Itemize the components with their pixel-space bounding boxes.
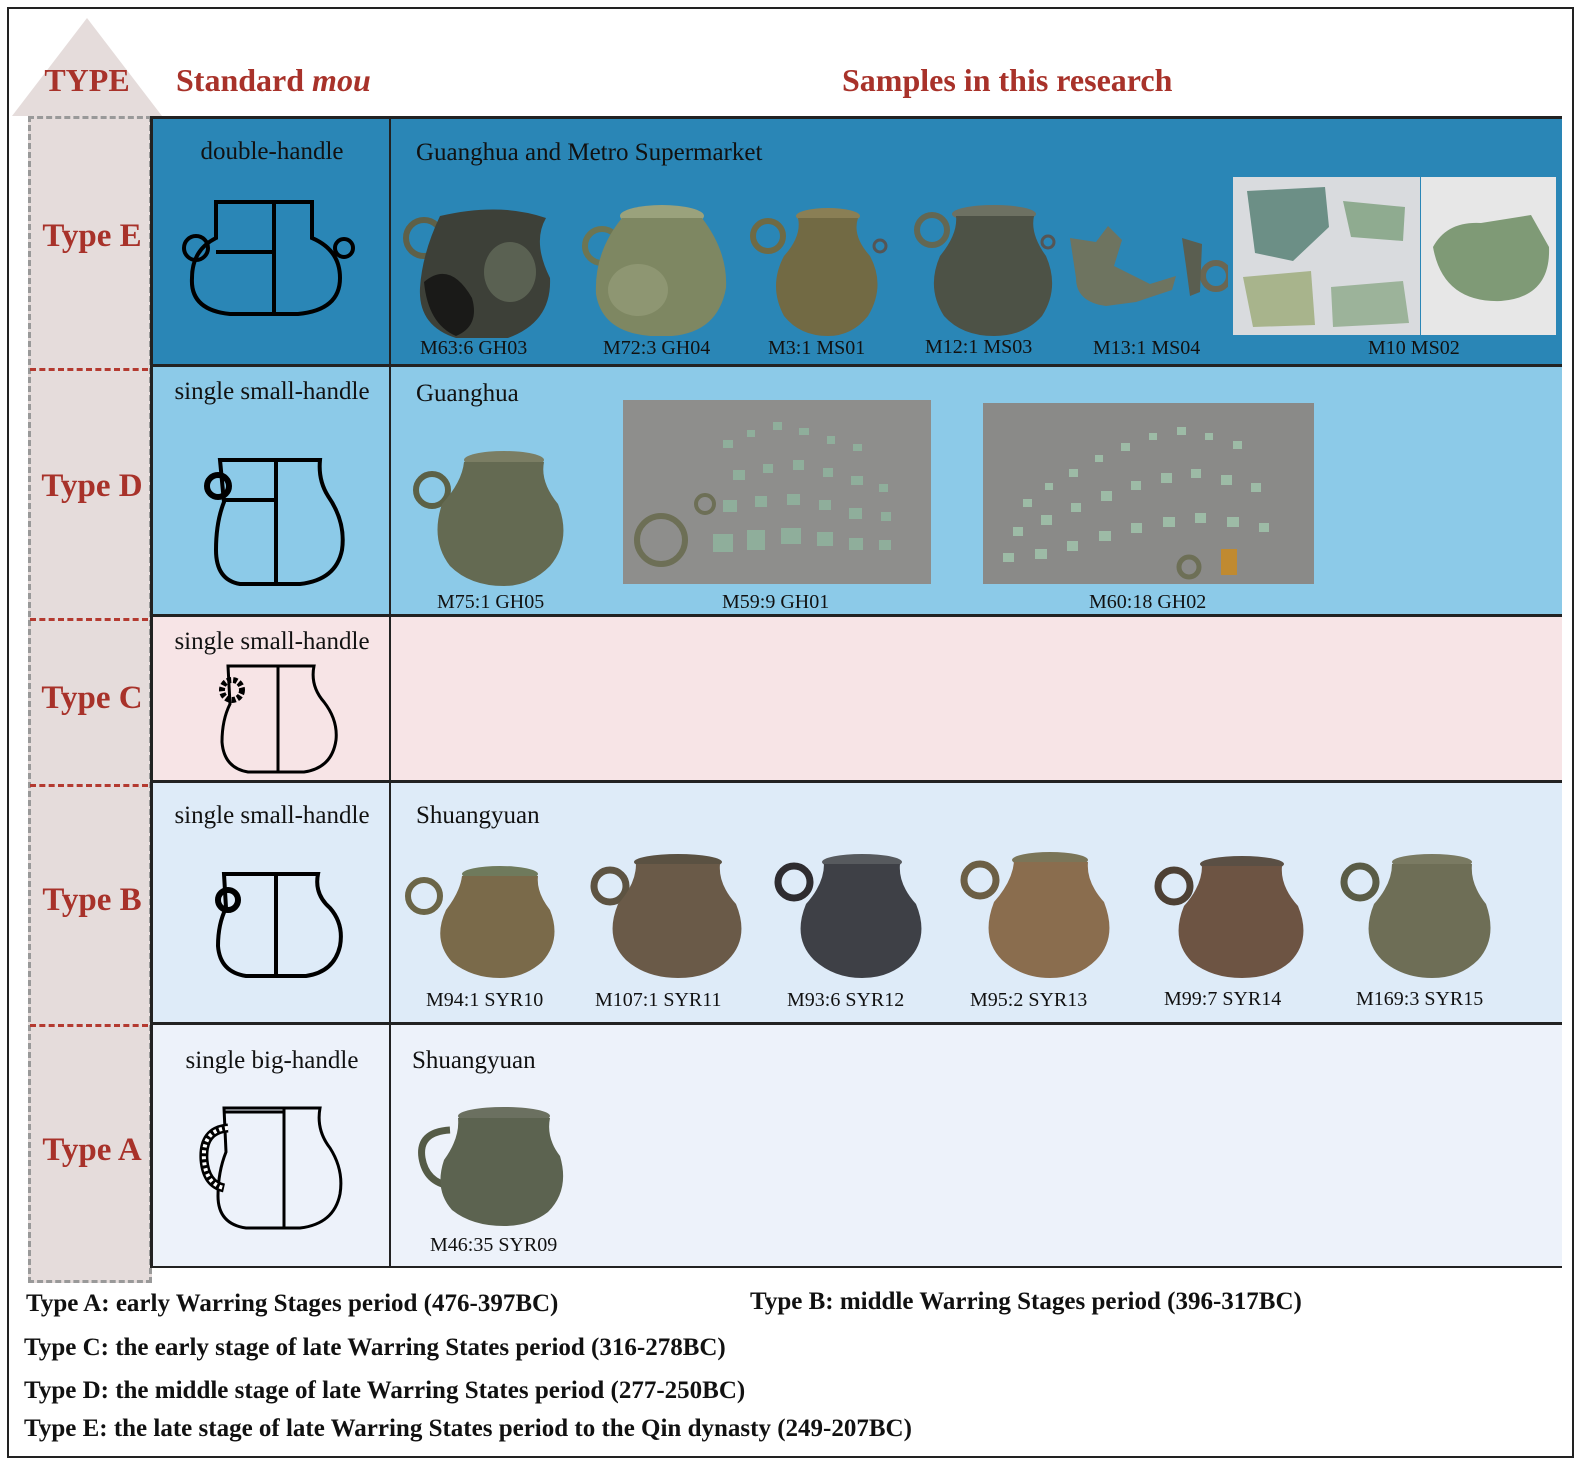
figure-frame [7,7,1574,1458]
type-header: TYPE [44,62,130,98]
row-type-c [152,616,1562,781]
legend-type-d: Type D: the middle stage of late Warring… [24,1377,746,1404]
sample-caption: M60:18 GH02 [1089,591,1207,613]
sample-photo [590,854,742,978]
sample-photo [403,209,551,338]
type-e-label: Type E [42,218,142,254]
sample-caption: M94:1 SYR10 [426,989,544,1011]
standard-label-b: single small-handle [174,802,370,829]
sample-caption: M107:1 SYR11 [595,989,722,1011]
type-d-label: Type D [41,468,143,504]
standard-label-c: single small-handle [174,628,370,655]
standard-header-italic: mou [312,62,371,98]
sample-photo [623,400,931,584]
grid-line [152,1266,1562,1268]
sample-photo [1154,856,1304,978]
sample-photo [413,451,564,586]
row-type-a [152,1025,1562,1267]
samples-header: Samples in this research [842,62,1173,98]
sample-caption: M75:1 GH05 [437,591,545,613]
type-c-label: Type C [41,680,143,716]
grid-line [152,614,1562,617]
sample-caption: M93:6 SYR12 [787,989,905,1011]
type-arrow [12,18,162,1283]
legend-type-e: Type E: the late stage of late Warring S… [24,1415,912,1442]
standard-label-a: single big-handle [185,1047,359,1074]
grid-line [152,364,1562,367]
type-separator [30,784,148,787]
legend-type-b: Type B: middle Warring Stages period (39… [750,1288,1302,1315]
type-c-drawing [219,664,338,774]
sample-caption: M63:6 GH03 [420,337,528,359]
grid-line [152,116,1562,119]
standard-label-e: double-handle [200,138,344,165]
type-b-drawing [215,872,343,978]
sample-photo [1070,226,1228,306]
sample-caption: M99:7 SYR14 [1164,988,1282,1010]
sample-photo [960,852,1110,978]
standard-header-text: Standard [176,62,313,98]
site-label-e: Guanghua and Metro Supermarket [416,139,763,166]
fragments-illustration [1243,187,1409,327]
scattered-fragments [1003,427,1269,580]
sample-photo [582,205,727,336]
column-divider [389,116,391,1268]
sample-caption: M169:3 SYR15 [1356,988,1484,1010]
sample-photo [405,866,555,978]
sample-caption: M72:3 GH04 [603,337,711,359]
sample-photo [914,205,1056,336]
type-separator [30,368,148,371]
sample-caption: M46:35 SYR09 [430,1234,558,1256]
sample-caption: M95:2 SYR13 [970,989,1088,1011]
standard-mou-header: Standard mou [176,62,371,99]
sample-caption: M10 MS02 [1368,337,1460,359]
sample-caption: M3:1 MS01 [768,337,866,359]
site-label-a: Shuangyuan [412,1047,536,1074]
sample-photo [750,208,888,336]
grid-line [150,116,153,1268]
standard-label-d: single small-handle [174,378,370,405]
legend-type-a: Type A: early Warring Stages period (476… [26,1290,559,1317]
sample-photo [774,854,922,978]
type-arrow-head [12,18,162,116]
grid-line [152,1022,1562,1025]
type-d-drawing [204,458,345,586]
bowl-fragment-illustration [1433,215,1550,302]
sample-photo [1421,177,1556,335]
sample-photo [1233,177,1420,335]
sample-photo [418,1107,564,1226]
site-label-d: Guanghua [416,380,519,407]
type-a-label: Type A [42,1132,142,1168]
type-separator [30,618,148,621]
type-b-label: Type B [42,882,142,918]
grid-line [152,780,1562,783]
sample-photo [983,403,1314,584]
sample-caption: M59:9 GH01 [722,591,830,613]
site-label-b: Shuangyuan [416,802,540,829]
sample-photo [1340,854,1491,978]
scattered-fragments [634,422,891,567]
double-handle-drawing [182,200,355,316]
sample-caption: M12:1 MS03 [925,336,1033,358]
type-a-drawing [199,1106,343,1230]
type-arrow-shaft [28,116,152,1283]
sample-caption: M13:1 MS04 [1093,337,1201,359]
legend-type-c: Type C: the early stage of late Warring … [24,1334,726,1361]
type-separator [30,1024,148,1027]
